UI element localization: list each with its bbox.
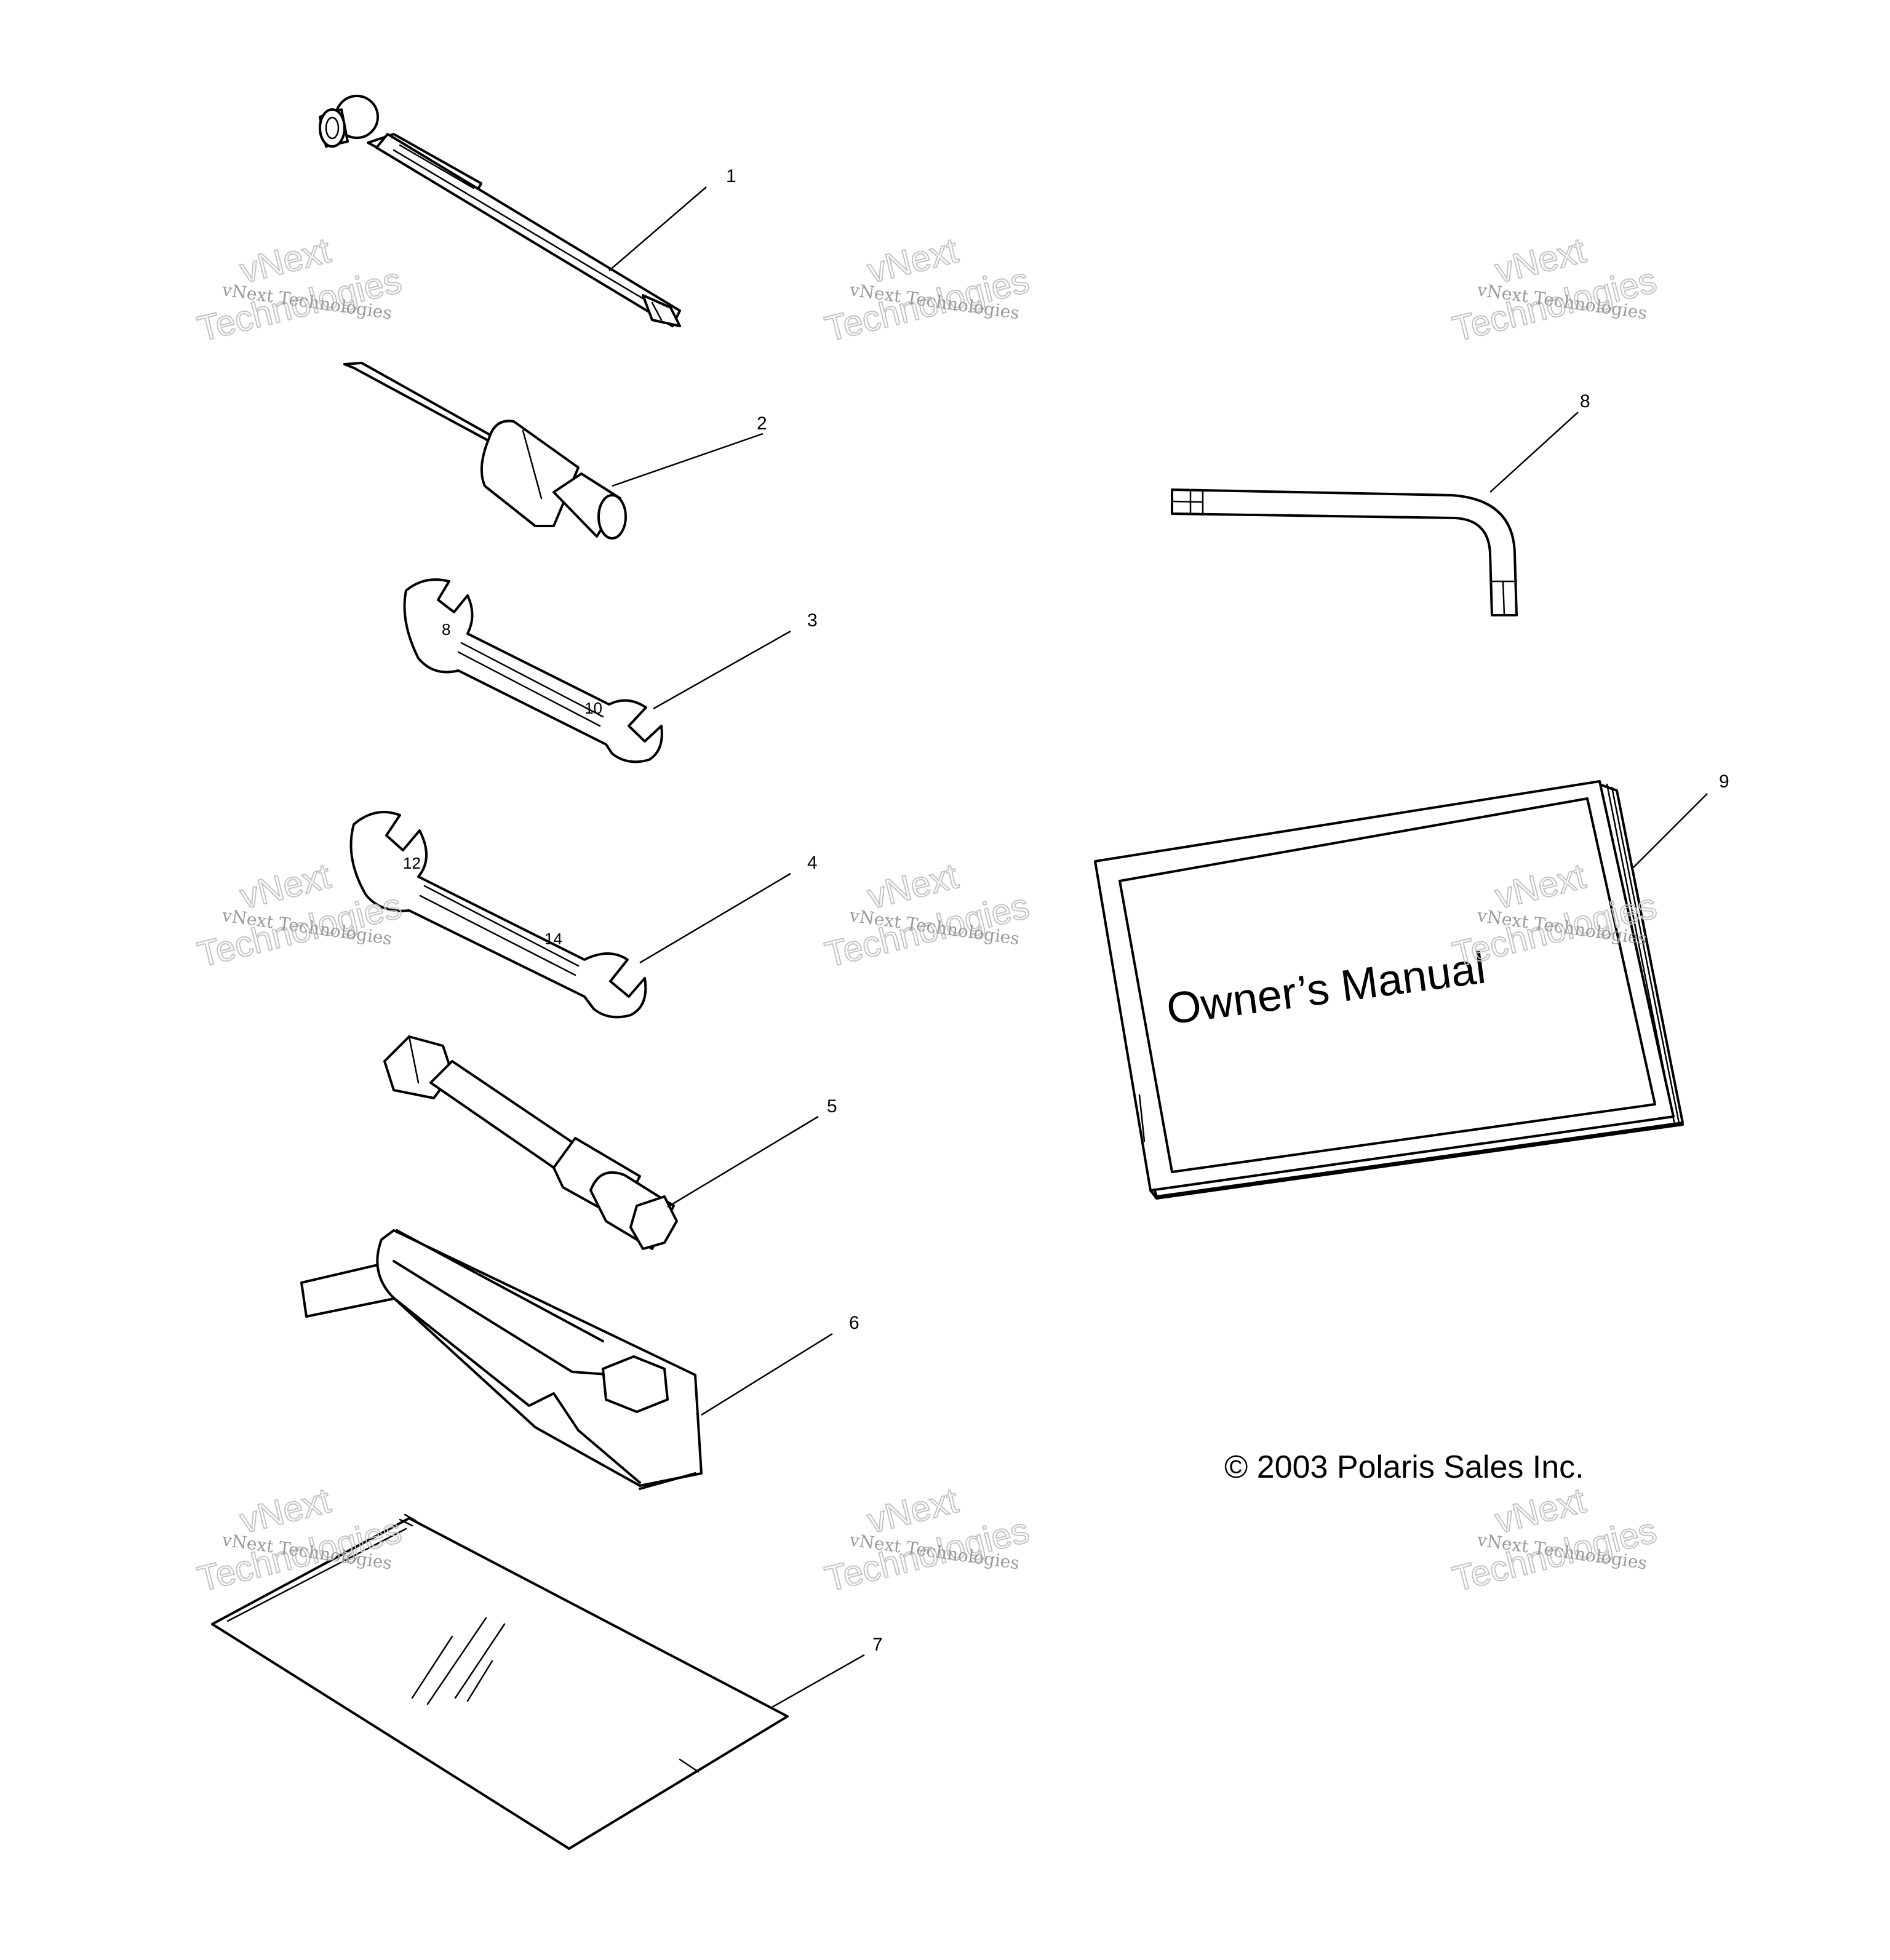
callout-4: 4 [807,853,818,873]
wrench-mark-12: 12 [403,854,421,872]
hex-key-icon [1171,488,1518,616]
callout-3: 3 [807,610,818,631]
tool-pouch-bag-icon [211,1513,789,1850]
screwdriver-icon [343,362,627,540]
copyright-text: © 2003 Polaris Sales Inc. [1224,1449,1584,1485]
wrench-mark-14: 14 [544,930,562,948]
owners-manual-icon: Owner’s Manual [1094,780,1684,1200]
watermark: vNext Technologies vNext Technologies [1448,229,1661,349]
spanner-tool-icon [300,1229,703,1490]
callout-9: 9 [1719,771,1729,792]
callout-5: 5 [827,1096,837,1117]
watermark: vNext Technologies vNext Technologies [1448,1480,1661,1599]
open-end-wrench-8-10-icon: 8 10 [403,578,663,763]
wrench-mark-10: 10 [584,699,602,717]
wrench-mark-8: 8 [442,620,450,639]
watermark: vNext Technologies vNext Technologies [821,855,1034,975]
callout-7: 7 [872,1635,883,1655]
watermark: vNext Technologies vNext Technologies [821,1480,1034,1599]
tire-pressure-gauge-icon [319,95,681,327]
watermark: vNext Technologies vNext Technologies [193,229,406,349]
callout-2: 2 [757,413,767,434]
open-end-wrench-12-14-icon: 12 14 [349,811,647,1019]
callout-6: 6 [849,1313,859,1333]
watermark: vNext Technologies vNext Technologies [821,229,1034,349]
callout-1: 1 [726,166,736,186]
callout-8: 8 [1580,391,1590,412]
spark-plug-socket-wrench-icon [383,1035,678,1250]
